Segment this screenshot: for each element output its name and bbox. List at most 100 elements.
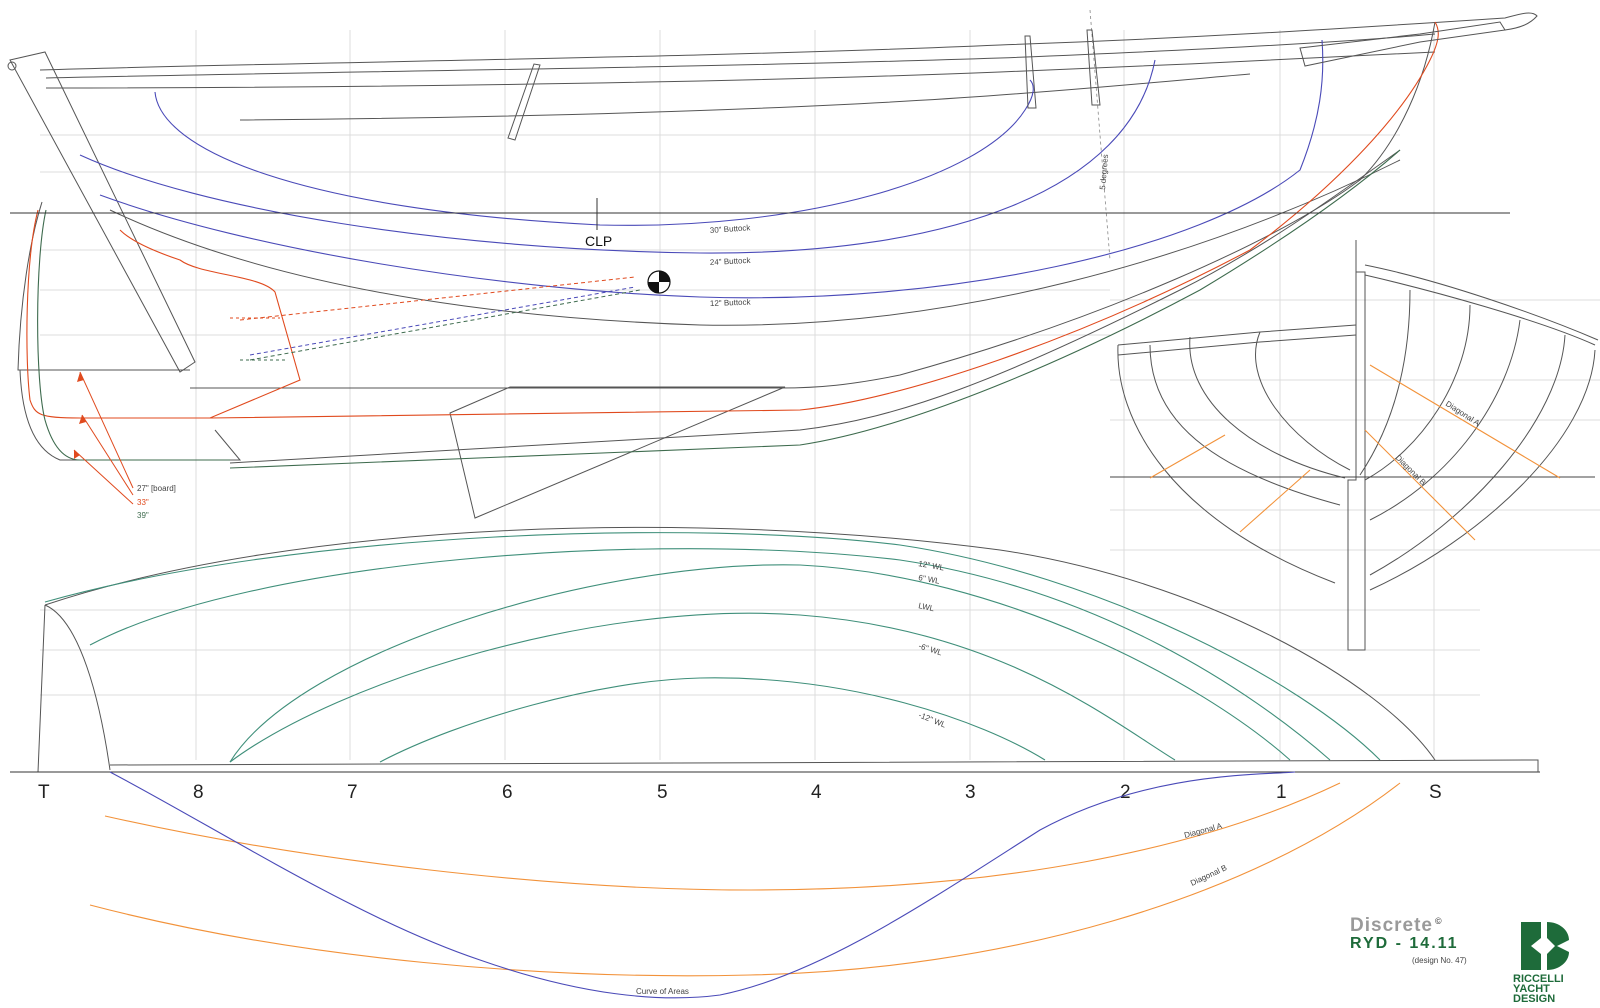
- rudder-profile-33: [26, 209, 301, 419]
- title-block: Discrete© RYD - 14.11 (design No. 47): [1350, 915, 1500, 965]
- riccelli-logo: RICCELLI YACHT DESIGN: [1513, 920, 1579, 1005]
- body-plan-sheer-right-2: [1364, 264, 1599, 341]
- buttock-24: [79, 59, 1156, 254]
- wl-label-neg6: -6" WL: [917, 641, 943, 657]
- keel-plan: [109, 759, 1539, 772]
- ce-line-green: [249, 289, 641, 361]
- body-plan-diagonal-b-left: [1239, 469, 1311, 533]
- station-label: T: [38, 782, 50, 803]
- tiller-eye: [7, 61, 17, 71]
- body-plan-section-r5: [1359, 289, 1411, 476]
- centerboard: [449, 386, 786, 519]
- body-plan: Diagonal A Diagonal B: [1110, 240, 1599, 651]
- rail-line: [45, 33, 1436, 79]
- buttock-label-30: 30" Buttock: [710, 223, 752, 235]
- buttock-30: [154, 79, 1034, 226]
- station-label: 4: [811, 782, 822, 803]
- curve-of-areas: [109, 771, 1296, 999]
- waterline-neg6: [229, 612, 1176, 763]
- waterline-neg12: [379, 677, 1046, 763]
- station-label: S: [1429, 782, 1442, 803]
- station-label: 7: [347, 782, 358, 803]
- oarlock-fwd: [1086, 29, 1101, 106]
- waterline-6: [89, 548, 1331, 761]
- design-code: RYD - 14.11: [1350, 935, 1459, 952]
- hull-midsection: [109, 159, 1401, 326]
- rudder-profile-39: [37, 209, 230, 461]
- body-plan-section-outer-left: [1117, 344, 1336, 584]
- keel-profile-39: [229, 149, 1401, 469]
- rudder-blade: [19, 369, 242, 461]
- wl-label-6: 6" WL: [918, 573, 941, 586]
- keel-profile-33: [209, 21, 1439, 419]
- body-plan-label-diagonal-a: Diagonal A: [1444, 399, 1482, 428]
- rudder-post: [9, 51, 196, 373]
- diagonal-b-curve: [89, 782, 1401, 977]
- center-of-effort-icon: [647, 270, 671, 294]
- firm-line: DESIGN: [1513, 993, 1556, 1005]
- body-plan-section-r3: [1369, 319, 1521, 521]
- waterline-lwl: [229, 564, 1291, 763]
- half-breadth-transom: [37, 604, 111, 773]
- body-plan-diagonal-b: [1364, 429, 1476, 541]
- buttock-label-12: 12" Buttock: [710, 298, 752, 308]
- oarlock-mid: [1024, 35, 1037, 109]
- body-plan-diagonal-a-left: [1149, 434, 1226, 479]
- stem: [779, 21, 1436, 389]
- station-label: 3: [965, 782, 976, 803]
- angle-label: 5 degrees: [1098, 154, 1110, 190]
- station-labels: T 8 7 6 5 4 3 2 1 S: [38, 782, 1442, 803]
- buttock-12: [99, 39, 1324, 299]
- diagonal-a-label: Diagonal A: [1183, 821, 1223, 840]
- body-plan-section-outer-right: [1369, 349, 1596, 591]
- body-plan-section-r4: [1364, 304, 1471, 481]
- station-label: 8: [193, 782, 204, 803]
- diagonal-a-curve: [104, 782, 1341, 891]
- body-plan-section-r2: [1369, 334, 1566, 576]
- station-label: 5: [657, 782, 668, 803]
- profile-view: CLP 30" Buttock 24" Buttock 12" Buttock …: [7, 9, 1538, 520]
- curve-of-areas-label: Curve of Areas: [636, 987, 689, 996]
- body-plan-label-diagonal-b: Diagonal B: [1394, 453, 1428, 487]
- station-grid: [40, 30, 1600, 760]
- transom: [17, 201, 190, 371]
- firm-name: RICCELLI YACHT DESIGN: [1513, 973, 1579, 1005]
- firm-line: YACHT: [1513, 983, 1550, 995]
- waterline-12: [44, 532, 1381, 761]
- firm-line: RICCELLI: [1513, 973, 1564, 985]
- body-plan-section-4: [1255, 331, 1351, 471]
- body-plan-sheer-left-2: [1117, 334, 1357, 356]
- clp-label: CLP: [585, 233, 612, 249]
- diagonal-b-label: Diagonal B: [1189, 863, 1228, 888]
- logo-mark-icon: [1521, 922, 1569, 970]
- wl-label-12: 12" WL: [918, 559, 946, 572]
- boat-name-text: Discrete: [1350, 915, 1433, 936]
- keel-bottom: [229, 149, 1401, 464]
- diagonals-and-areas: Diagonal A Diagonal B Curve of Areas: [89, 771, 1401, 999]
- sheer-line: [39, 12, 1538, 71]
- rudder-depth-33: 33": [137, 498, 149, 507]
- bow-trailboard: [1299, 21, 1506, 67]
- copyright-mark: ©: [1435, 915, 1443, 926]
- ce-line-blue: [249, 286, 636, 356]
- boat-name: Discrete©: [1350, 915, 1500, 937]
- body-plan-section-2: [1149, 344, 1341, 506]
- station-label: 2: [1120, 782, 1131, 803]
- design-number: (design No. 47): [1412, 956, 1467, 965]
- body-plan-sheer-right: [1364, 274, 1596, 346]
- body-plan-sheer-left: [1117, 324, 1357, 346]
- body-plan-diagonal-a: [1369, 364, 1561, 479]
- rudder-depth-arrows: [73, 371, 134, 505]
- rudder-depth-39: 39": [137, 511, 149, 520]
- cap-rail: [45, 51, 1436, 89]
- station-label: 6: [502, 782, 513, 803]
- wl-label-neg12: -12" WL: [917, 711, 947, 730]
- inner-rail: [239, 73, 1251, 121]
- body-plan-section-3: [1189, 336, 1346, 479]
- station-label: 1: [1276, 782, 1287, 803]
- rudder-depth-27: 27" [board]: [137, 484, 176, 493]
- buttock-label-24: 24" Buttock: [710, 256, 752, 267]
- oarlock-aft: [507, 63, 541, 141]
- ce-line-red: [239, 276, 636, 321]
